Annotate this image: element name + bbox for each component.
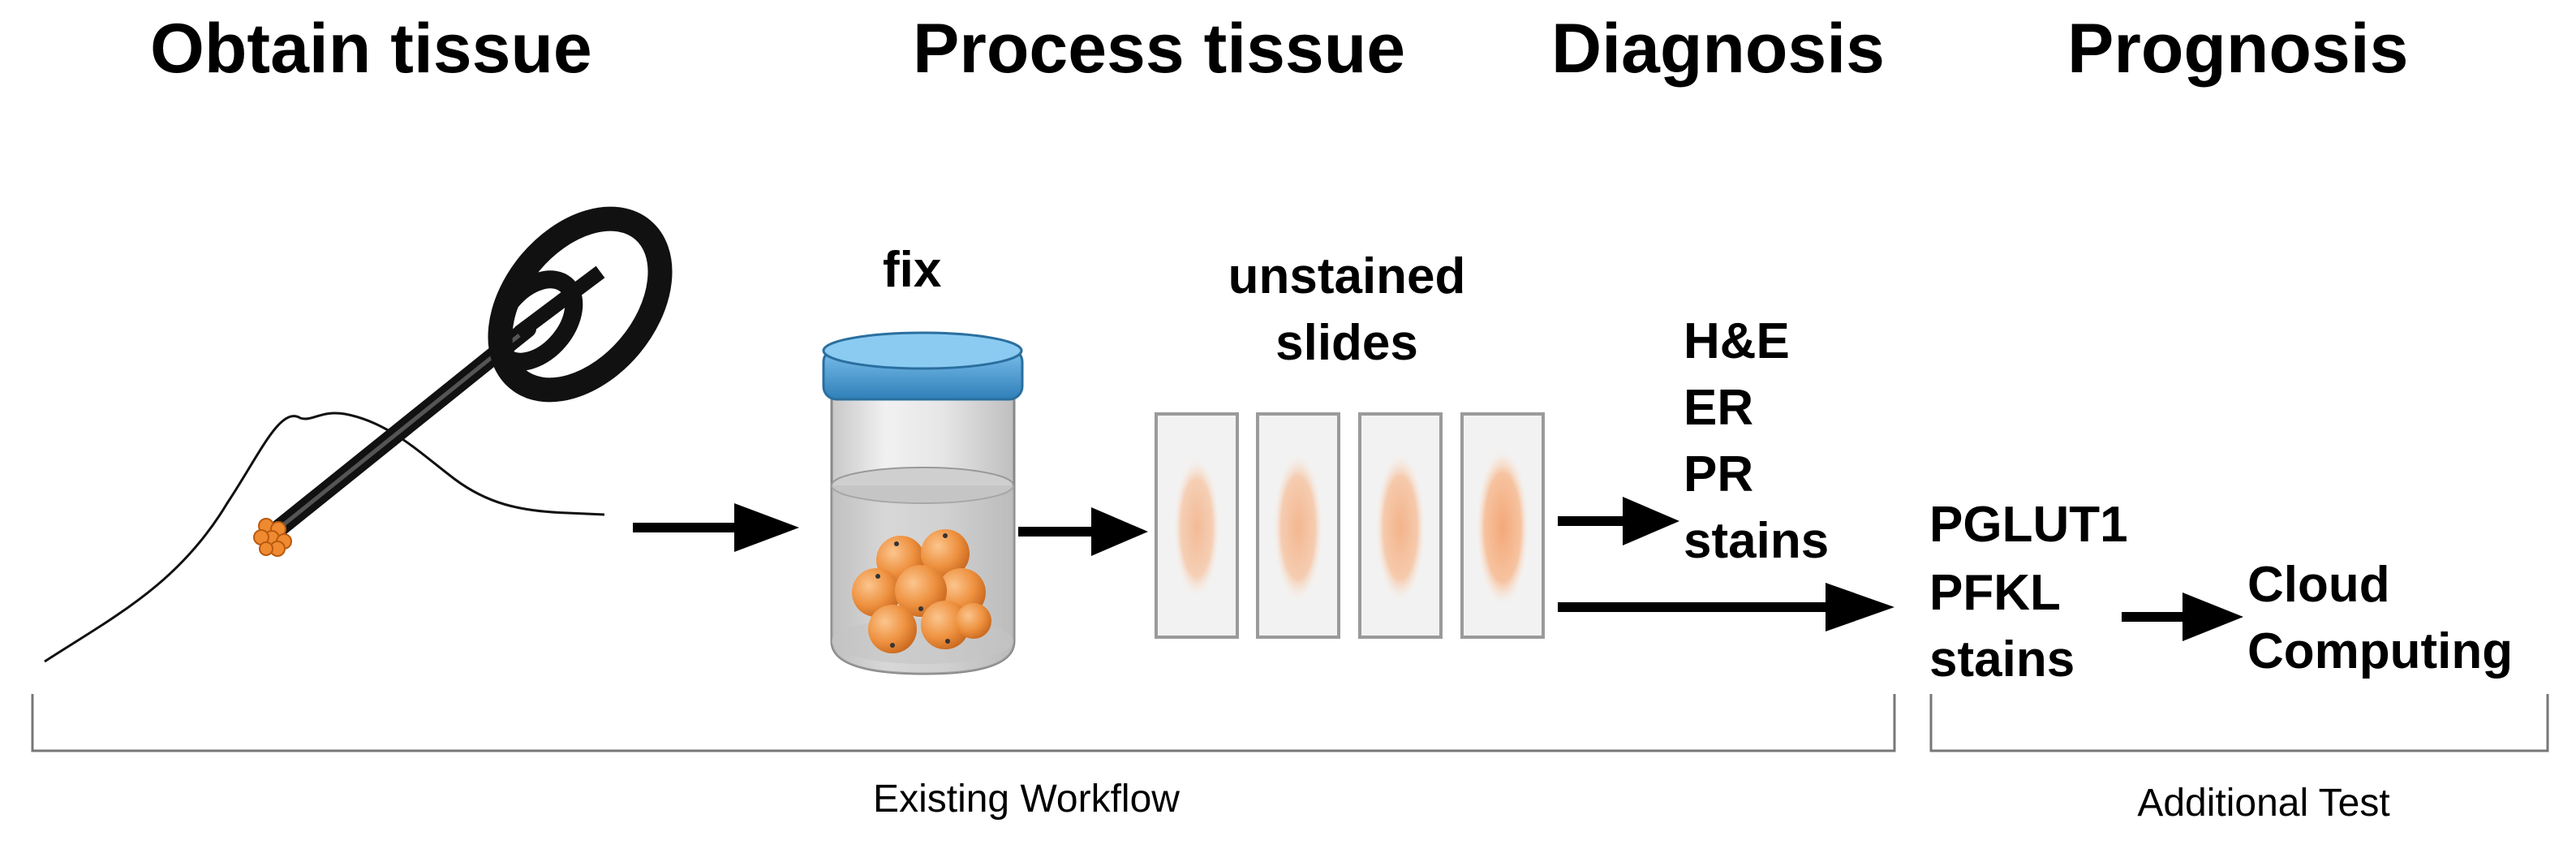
prog-stain-pfkl: PFKL	[1929, 565, 2061, 621]
prog-stain-stains: stains	[1929, 631, 2075, 687]
diag-stain-he: H&E	[1684, 313, 1790, 369]
additional-test-label: Additional Test	[2137, 782, 2390, 825]
existing-workflow-bracket	[31, 694, 1896, 752]
cloud-label-line1: Cloud	[2247, 557, 2390, 613]
slides-label-line1: unstained	[1228, 248, 1466, 304]
arrow-to-prognosis-icon	[1558, 583, 1894, 631]
diag-stain-stains: stains	[1684, 513, 1830, 569]
formalin-jar-icon	[822, 331, 1024, 675]
stage-title-obtain: Obtain tissue	[150, 10, 592, 88]
diag-stain-er: ER	[1684, 380, 1754, 436]
additional-test-bracket	[1929, 694, 2549, 752]
prog-stain-pglut1: PGLUT1	[1929, 497, 2128, 553]
stage-title-diagnosis: Diagnosis	[1551, 10, 1885, 88]
arrow-to-fix-icon	[633, 503, 799, 552]
arrow-to-slides-icon	[1018, 507, 1148, 556]
stage-title-process: Process tissue	[913, 10, 1406, 88]
diag-stain-pr: PR	[1684, 446, 1754, 502]
existing-workflow-label: Existing Workflow	[873, 778, 1180, 821]
breast-outline-icon	[44, 412, 605, 663]
biopsy-needle-icon	[271, 206, 673, 537]
cloud-label-line2: Computing	[2247, 623, 2514, 679]
arrow-to-diagnosis-icon	[1558, 497, 1679, 545]
unstained-slides-icon	[1155, 412, 1545, 639]
fix-label: fix	[883, 242, 942, 298]
slides-label-line2: slides	[1275, 315, 1418, 371]
tissue-sample-icon	[253, 518, 292, 557]
arrow-to-cloud-icon	[2122, 593, 2243, 641]
stage-title-prognosis: Prognosis	[2067, 10, 2409, 88]
